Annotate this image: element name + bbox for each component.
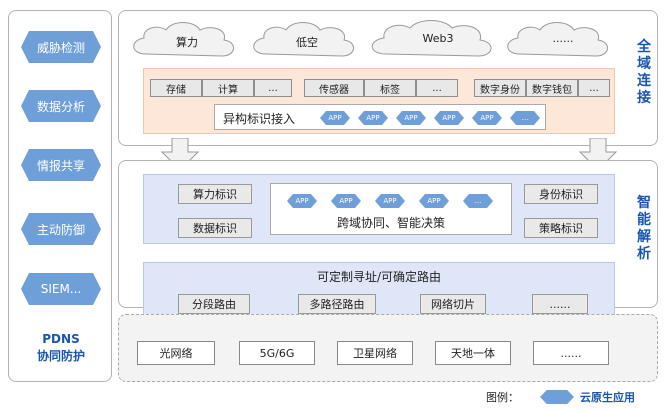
access-label: 异构标识接入 [223,112,296,126]
collab-protection-label: 协同防护 [36,349,85,363]
resource-digital-wallet: 数字钱包 [526,79,578,97]
cloud-shape-more [507,22,608,57]
net-satellite: 卫星网络 [337,341,413,365]
net-5g6g: 5G/6G [239,341,315,365]
global-connection-title: 全域连接 [633,39,655,107]
cloud-shape-lowalt [253,22,354,57]
resource-more-3: ... [578,79,610,97]
cloud-web3: Web3 [422,32,454,45]
legend-text: 云原生应用 [580,391,635,404]
cloud-compute: 算力 [176,36,198,49]
legend-label: 图例： [486,391,519,404]
legend-hex-icon [540,390,574,404]
route-slicing: 网络切片 [420,294,486,314]
route-multipath: 多路径路由 [298,294,376,314]
net-optical: 光网络 [137,341,215,365]
tag-compute-id: 算力标识 [178,184,252,204]
collab-label: 跨域协同、智能决策 [336,216,445,230]
cross-domain-box: APP APP APP APP ... 跨域协同、智能决策 [270,183,512,235]
app-hex-1: APP [320,111,350,125]
clouds-layer [133,20,608,57]
app-hex-2: APP [358,111,388,125]
tag-policy-id: 策略标识 [524,218,598,238]
mid-app-hex-2: APP [331,194,361,208]
app-hex-5: APP [472,111,502,125]
cloud-low-altitude: 低空 [296,36,318,49]
mid-app-hex-more: ... [463,194,493,208]
net-space-ground: 天地一体 [435,341,511,365]
cloud-shape-compute [133,22,234,57]
routing-title: 可定制寻址/可确定路由 [316,270,442,284]
route-segment: 分段路由 [178,294,250,314]
app-hex-4: APP [434,111,464,125]
mid-app-hex-3: APP [375,194,405,208]
tag-identity-id: 身份标识 [524,184,598,204]
intelligent-resolution-title-text: 智能解析 [637,195,651,262]
network-infrastructure-panel: 光网络 5G/6G 卫星网络 天地一体 ...... [118,314,658,382]
mid-app-hex-1: APP [287,194,317,208]
pdns-label: PDNS [42,332,80,346]
app-hex-3: APP [396,111,426,125]
cloud-shape-web3 [371,20,492,57]
hex-siem: SIEM... [21,273,101,305]
mid-app-hex-4: APP [419,194,449,208]
resource-compute: 计算 [202,79,254,97]
global-connection-title-text: 全域连接 [637,39,651,106]
tag-data-id: 数据标识 [178,218,252,238]
left-column-panel: 威胁检测 数据分析 情报共享 主动防御 SIEM... PDNS 协同防护 [8,10,112,382]
net-more: ...... [533,341,609,365]
resource-storage: 存储 [150,79,202,97]
resource-tag: 标签 [364,79,416,97]
hex-threat-detection: 威胁检测 [21,31,101,63]
resource-more-2: ... [416,79,458,97]
resource-sensor: 传感器 [304,79,364,97]
heterogeneous-access-box: 异构标识接入 APP APP APP APP APP ... [214,104,546,130]
hex-data-analysis: 数据分析 [21,90,101,122]
cloud-more: ...... [552,32,574,45]
resource-digital-identity: 数字身份 [474,79,526,97]
routing-box: 可定制寻址/可确定路由 分段路由 多路径路由 网络切片 ...... [143,262,615,324]
route-more: ...... [532,294,588,314]
resource-more-1: ... [254,79,292,97]
hex-active-defense: 主动防御 [21,213,101,245]
hex-intel-sharing: 情报共享 [21,149,101,181]
app-hex-more: ... [510,111,540,125]
intelligent-resolution-title: 智能解析 [633,195,655,263]
